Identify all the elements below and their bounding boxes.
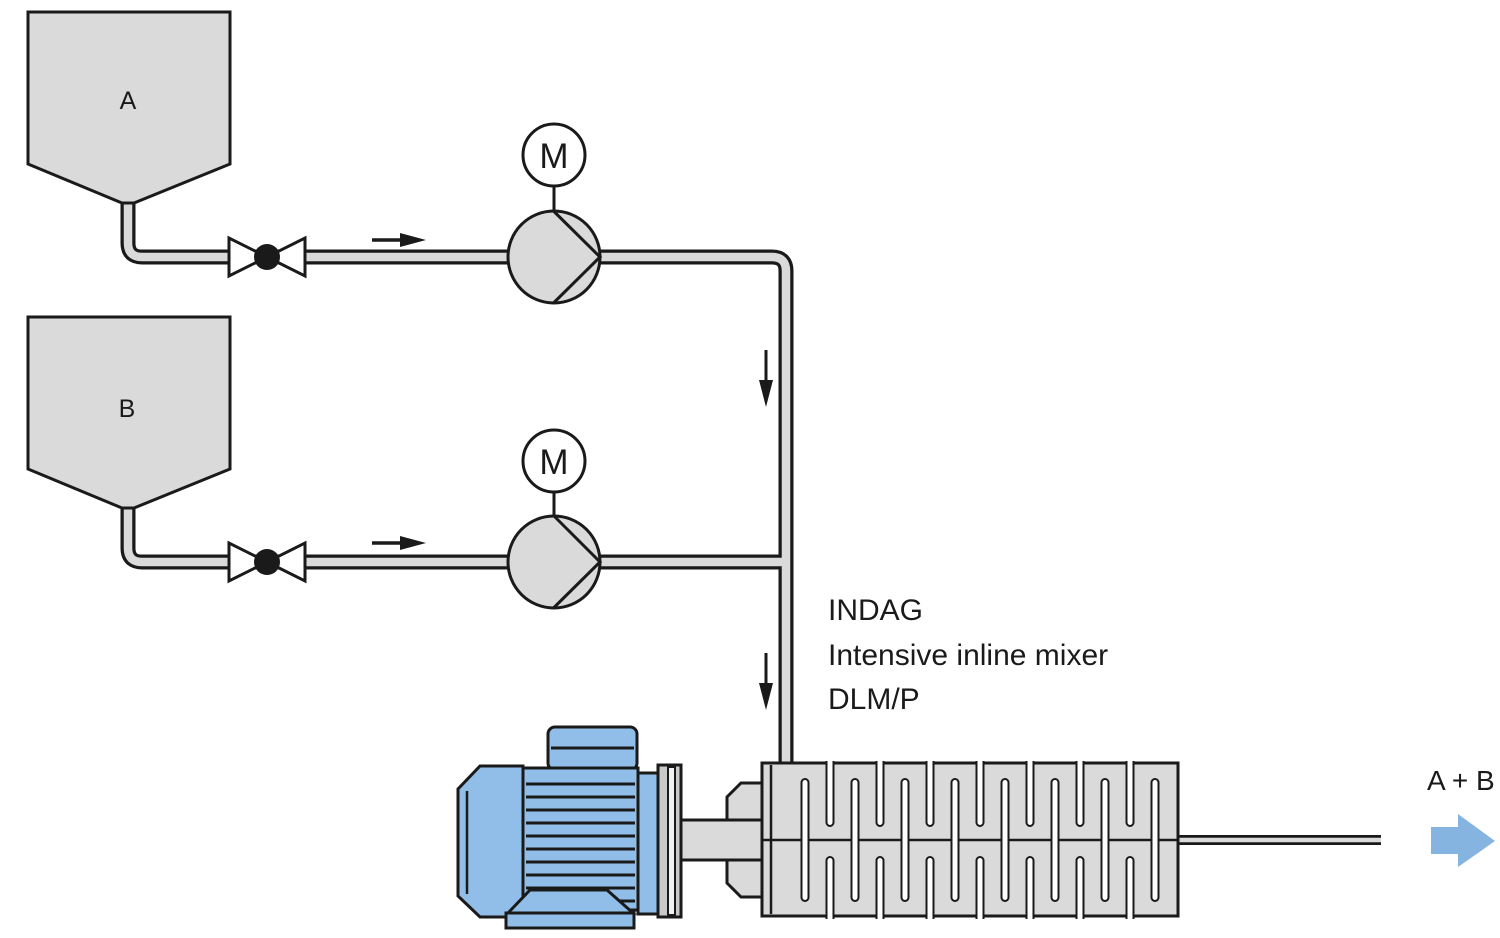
piping [120, 200, 1381, 845]
motor-flange-highlight [667, 766, 676, 916]
pipe-line-a-and-drop [120, 200, 794, 768]
motor-foot [504, 888, 637, 915]
drive-shaft-housing [679, 818, 765, 862]
motor-base-plate [504, 911, 636, 930]
pipe-line-b [120, 505, 782, 570]
flow-arrow-right-b-icon [372, 536, 426, 550]
tank-b-label: B [119, 395, 136, 423]
pump-a-motor-label: M [539, 137, 568, 176]
pump-b-motor-circle-icon [521, 428, 587, 494]
output-label: A + B [1427, 765, 1495, 796]
tank-b-body [26, 315, 232, 510]
flow-arrows [372, 233, 773, 710]
valve-a-icon [227, 235, 307, 279]
pump-a-casing-icon [506, 209, 602, 305]
pump-b-casing-icon [506, 514, 602, 610]
flow-arrow-right-a-icon [372, 233, 426, 247]
mixer-annotation-line-1: INDAG [828, 594, 923, 627]
mixer-inlet-bracket-top [725, 781, 765, 822]
mixer-bottom-slots [825, 856, 1135, 919]
flow-arrow-down-1-icon [759, 350, 773, 407]
motor-front-flange [636, 771, 660, 916]
mixer-inlet-bracket-bottom [725, 858, 765, 899]
mixer-annotation: INDAG Intensive inline mixer DLM/P [828, 594, 1108, 716]
pipe-line-b-fill [123, 505, 782, 567]
mixer-annotation-line-3: DLM/P [828, 683, 920, 716]
tank-a-label: A [120, 87, 137, 115]
pump-a-impeller-icon [552, 210, 603, 304]
mixer-motor [456, 725, 660, 930]
motor-end-cap [456, 764, 525, 919]
mixer-body [760, 761, 1180, 919]
mixer-top-slots [825, 761, 1135, 827]
mixer-annotation-line-2: Intensive inline mixer [828, 639, 1108, 672]
pump-a: M [506, 122, 603, 305]
mixer-long-slots [800, 778, 1160, 902]
output: A + B [1427, 765, 1495, 867]
valve-b-icon [227, 540, 307, 584]
tank-a-body [26, 10, 232, 205]
pump-a-motor-circle-icon [521, 122, 587, 188]
tank-a: A [26, 10, 232, 205]
output-block-arrow-right-icon [1431, 814, 1495, 867]
flow-arrow-down-2-icon [759, 653, 773, 710]
pump-b-motor-label: M [539, 443, 568, 482]
pipe-line-a-fill [123, 200, 791, 768]
tank-b: B [26, 315, 232, 510]
pump-b-impeller-icon [552, 514, 603, 609]
mixer-coupling [656, 763, 765, 919]
pump-b: M [506, 428, 603, 610]
